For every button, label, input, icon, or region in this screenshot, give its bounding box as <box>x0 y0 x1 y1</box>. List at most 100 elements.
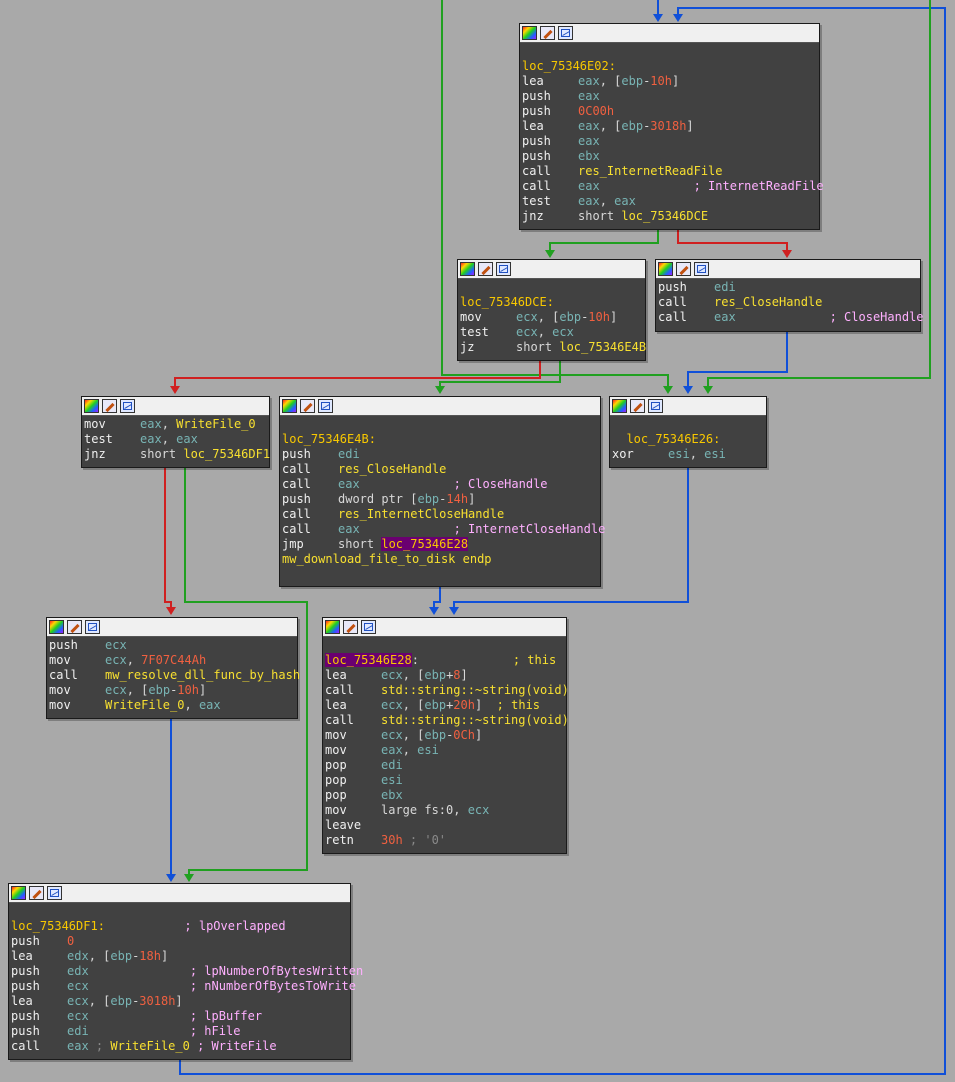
asm-line[interactable] <box>612 417 764 432</box>
graph-overview-icon[interactable] <box>694 262 709 276</box>
symbol-ref[interactable]: ; this <box>496 698 541 712</box>
rename-icon[interactable] <box>676 262 691 276</box>
symbol-ref[interactable]: std::string::~string(void) <box>381 683 569 697</box>
graph-overview-icon[interactable] <box>648 399 663 413</box>
symbol-ref[interactable]: WriteFile_0 <box>176 417 256 431</box>
symbol-ref[interactable]: WriteFile_0 <box>105 698 185 712</box>
rename-icon[interactable] <box>102 399 117 413</box>
graph-overview-icon[interactable] <box>85 620 100 634</box>
asm-line[interactable]: loc_75346E02: <box>522 59 817 74</box>
asm-token[interactable]: ; this <box>512 653 557 667</box>
symbol-ref[interactable]: mw_resolve_dll_func_by_hash <box>105 668 301 682</box>
symbol-ref[interactable]: loc_75346E4B <box>559 340 647 354</box>
palette-icon[interactable] <box>460 262 475 276</box>
palette-icon[interactable] <box>49 620 64 634</box>
rename-icon[interactable] <box>540 26 555 40</box>
asm-line[interactable]: mw_download_file_to_disk endp <box>282 552 598 567</box>
palette-icon[interactable] <box>84 399 99 413</box>
palette-icon[interactable] <box>325 620 340 634</box>
asm-token[interactable]: loc_75346E28 <box>325 653 412 667</box>
palette-icon[interactable] <box>522 26 537 40</box>
symbol-ref[interactable]: WriteFile_0 <box>110 1039 190 1053</box>
symbol-ref[interactable]: res_InternetReadFile <box>578 164 723 178</box>
graph-overview-icon[interactable] <box>120 399 135 413</box>
asm-line[interactable] <box>522 44 817 59</box>
symbol-ref[interactable]: res_InternetCloseHandle <box>338 507 505 521</box>
palette-icon[interactable] <box>658 262 673 276</box>
symbol-ref[interactable]: loc_75346E28 <box>381 537 469 551</box>
asm-line[interactable]: leave <box>325 818 564 833</box>
graph-overview-icon[interactable] <box>318 399 333 413</box>
graph-overview-icon[interactable] <box>496 262 511 276</box>
asm-line[interactable]: loc_75346E26: <box>612 432 764 447</box>
asm-line[interactable] <box>11 904 348 919</box>
asm-line[interactable]: loc_75346E4B: <box>282 432 598 447</box>
symbol-ref[interactable]: loc_75346DF1 <box>183 447 271 461</box>
symbol-ref[interactable]: loc_75346DCE <box>621 209 709 223</box>
graph-overview-icon[interactable] <box>361 620 376 634</box>
rename-icon[interactable] <box>478 262 493 276</box>
asm-line[interactable] <box>460 280 643 295</box>
graph-overview-icon[interactable] <box>47 886 62 900</box>
rename-icon[interactable] <box>29 886 44 900</box>
rename-icon[interactable] <box>343 620 358 634</box>
palette-icon[interactable] <box>282 399 297 413</box>
palette-icon[interactable] <box>612 399 627 413</box>
asm-line[interactable]: loc_75346DF1: ; lpOverlapped <box>11 919 348 934</box>
symbol-ref[interactable]: res_CloseHandle <box>338 462 447 476</box>
asm-line[interactable] <box>325 638 564 653</box>
rename-icon[interactable] <box>300 399 315 413</box>
